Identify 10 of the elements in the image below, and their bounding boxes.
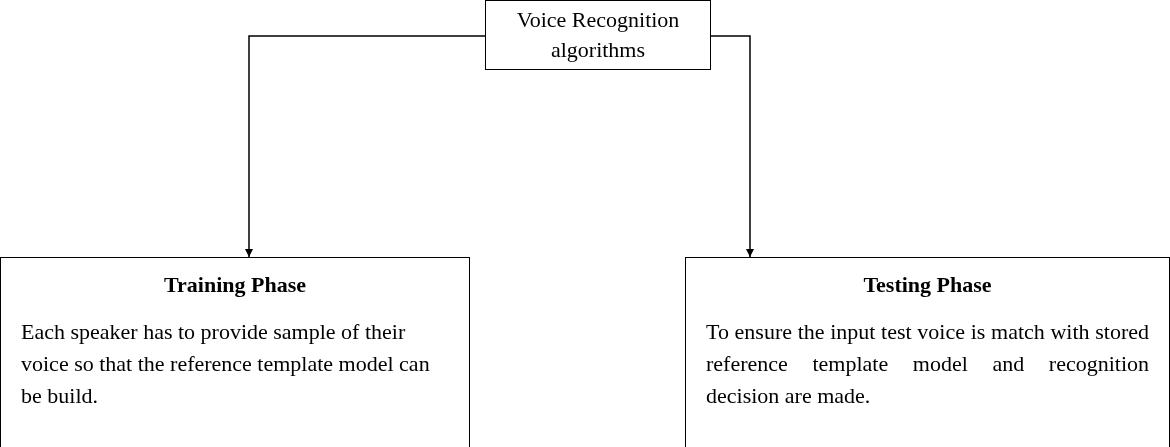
phase-box [0,257,470,447]
box-title: Voice Recognition algorithms [515,6,681,64]
phase-heading: Training Phase [163,272,307,298]
process-box [485,0,711,70]
phase-box [685,257,1170,447]
phase-description: Each speaker has to provide sample of their voice so that the reference template model can be build. [21,318,431,410]
arrow [710,35,754,258]
arrow [245,35,486,258]
phase-heading: Testing Phase [862,272,993,298]
phase-description: To ensure the input test voice is match with stored reference template model and recognition decision are made. [706,318,1149,410]
